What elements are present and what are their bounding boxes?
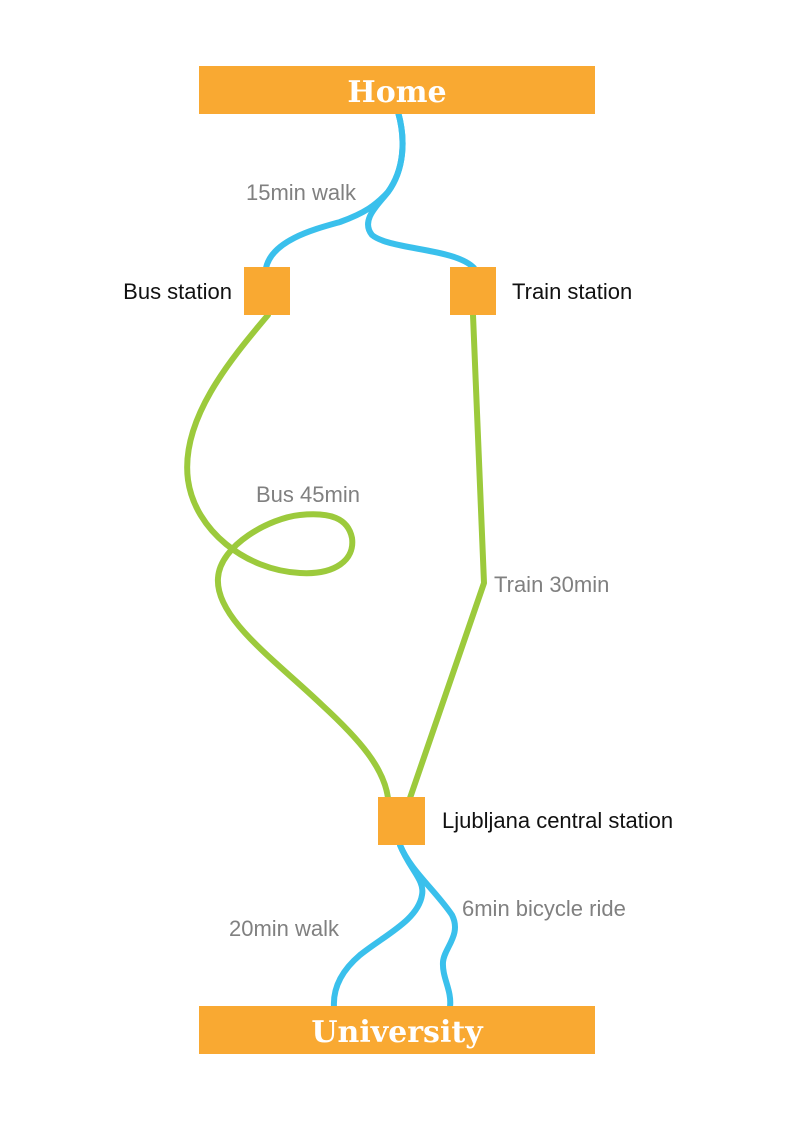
bus-station-node xyxy=(244,267,290,315)
route-train xyxy=(407,312,487,801)
bus-route-label: Bus 45min xyxy=(256,482,360,507)
train-station-node xyxy=(450,267,496,315)
route-bus xyxy=(184,312,391,801)
home-label: Home xyxy=(347,75,446,110)
university-label: University xyxy=(311,1015,484,1050)
route-central-to-university-walk xyxy=(330,842,426,1010)
university-box: University xyxy=(199,1006,595,1054)
train-route-label: Train 30min xyxy=(494,572,609,597)
bus-station-label: Bus station xyxy=(123,279,232,304)
route-home-to-train-station xyxy=(365,109,477,271)
central-station-label: Ljubljana central station xyxy=(442,808,673,833)
route-central-to-university-bicycle xyxy=(397,842,458,1010)
university-walk-label: 20min walk xyxy=(229,916,340,941)
home-walk-label: 15min walk xyxy=(246,180,357,205)
university-bicycle-label: 6min bicycle ride xyxy=(462,896,626,921)
university-box-background xyxy=(199,1006,595,1054)
home-box-background xyxy=(199,66,595,114)
train-station-label: Train station xyxy=(512,279,632,304)
home-box: Home xyxy=(199,66,595,114)
central-station-node xyxy=(378,797,425,845)
